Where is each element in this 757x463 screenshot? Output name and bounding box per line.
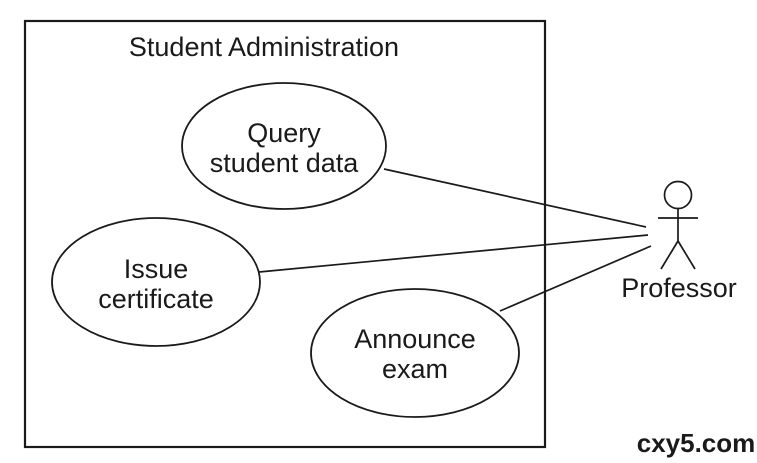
actor-leg-right xyxy=(677,240,696,270)
actor-label: Professor xyxy=(621,273,737,303)
watermark: cxy5.com xyxy=(637,428,756,458)
use-case-label-line: Issue xyxy=(124,254,189,284)
association-issue-professor xyxy=(258,234,649,273)
use-case-ellipse-issue-certificate xyxy=(51,217,261,347)
actor-leg-left xyxy=(660,240,679,270)
association-query-professor xyxy=(383,168,647,228)
use-case-label-line: Query xyxy=(247,118,321,148)
use-case-ellipse-query-student-data xyxy=(181,82,387,210)
actor-head xyxy=(663,180,693,210)
use-case-label-line: certificate xyxy=(98,284,214,314)
use-case-label-line: exam xyxy=(382,354,448,384)
use-case-label-line: student data xyxy=(210,148,360,178)
use-case-label-line: Announce xyxy=(354,324,476,354)
association-announce-professor xyxy=(499,245,652,312)
actor-professor-figure xyxy=(658,180,698,270)
use-case-ellipse-announce-exam xyxy=(310,288,520,418)
system-title: Student Administration xyxy=(129,32,399,62)
